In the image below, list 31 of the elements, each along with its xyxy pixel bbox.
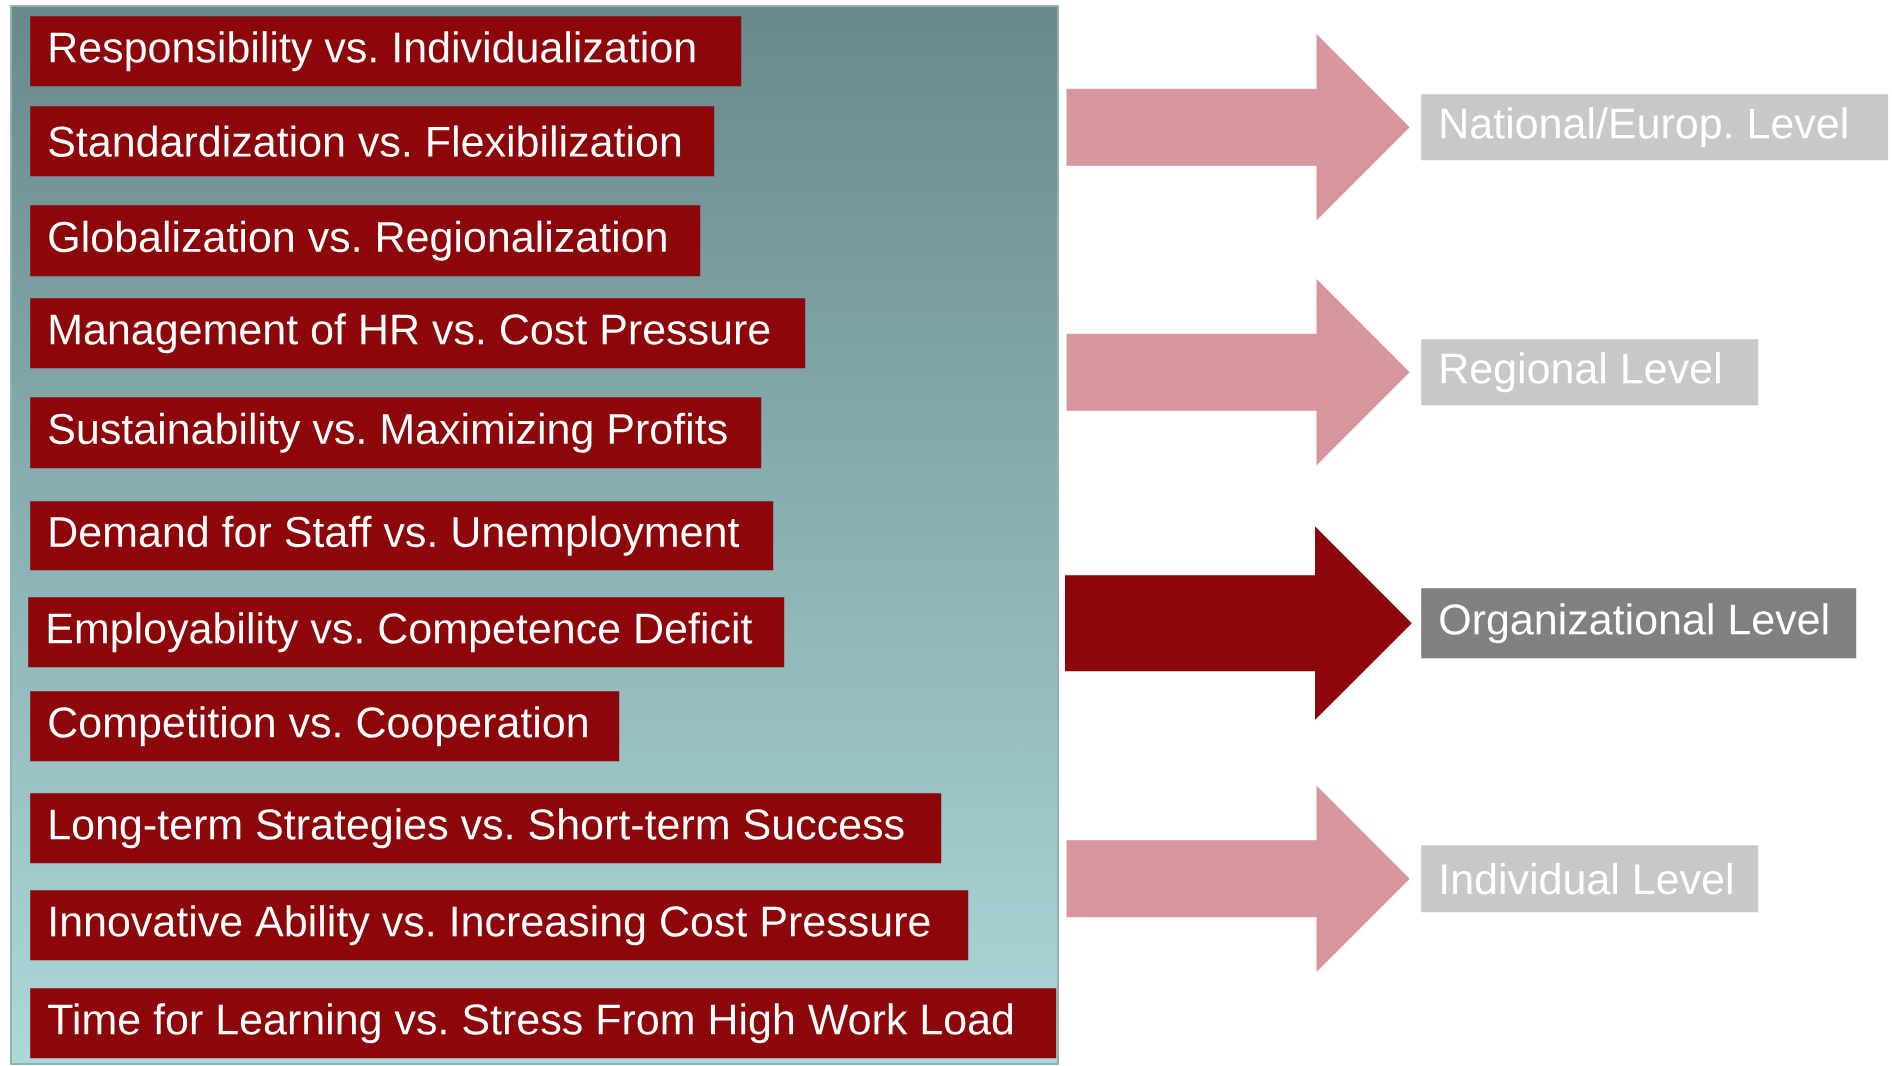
statement-box	[30, 106, 715, 177]
node-label: Time for Learning vs. Stress From High Work Load	[48, 1003, 1013, 1044]
block-arrow	[1066, 786, 1410, 972]
statement-box	[28, 597, 785, 668]
node-label: Employability vs. Competence Deficit	[48, 612, 753, 653]
node-label: Competition vs. Cooperation	[49, 706, 587, 747]
node-label: Organizational Level	[1440, 603, 1828, 644]
block-arrow	[1066, 279, 1410, 465]
node-label: Demand for Staff vs. Unemployment	[50, 515, 740, 556]
node-label: Globalization vs. Regionalization	[49, 220, 666, 261]
statement-box	[30, 205, 701, 277]
statement-box	[30, 501, 774, 571]
statement-box	[30, 793, 942, 864]
node-label: Management of HR vs. Cost Pressure	[50, 313, 770, 354]
level-box	[1421, 845, 1759, 913]
level-box	[1421, 94, 1889, 161]
node-label: Standardization vs. Flexibilization	[49, 125, 681, 157]
statement-box	[30, 397, 762, 469]
statement-box	[30, 988, 1057, 1059]
statement-box	[30, 16, 742, 87]
node-label: Long-term Strategies vs. Short-term Success	[50, 808, 904, 849]
statement-box	[30, 890, 969, 961]
statement-box	[30, 298, 806, 369]
level-box	[1421, 588, 1857, 659]
level-box	[1421, 339, 1759, 406]
node-label: Responsibility vs. Individualization	[50, 31, 695, 72]
block-arrow	[1065, 526, 1412, 721]
statement-box	[30, 691, 620, 762]
node-label: Sustainability vs. Maximizing Profits	[49, 412, 727, 453]
block-arrow	[1066, 34, 1410, 220]
node-label: Innovative Ability vs. Increasing Cost Pressure	[51, 905, 930, 946]
